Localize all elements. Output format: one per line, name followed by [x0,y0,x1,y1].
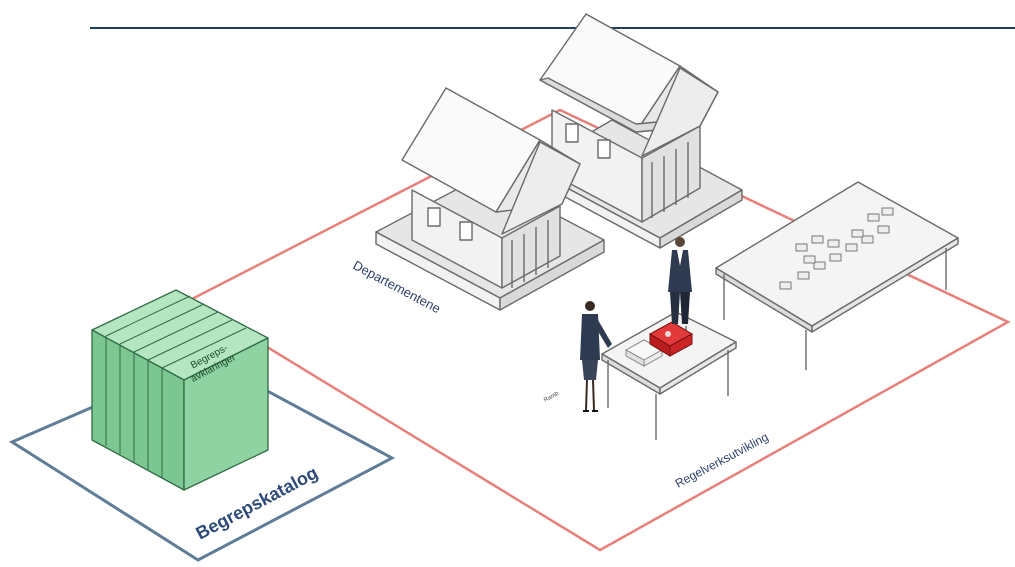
book-stack-icon [91,289,269,491]
law-book-icon [648,321,694,357]
person-icon [580,301,612,412]
small-note-label: Ramb [543,391,561,404]
person-icon [668,237,692,324]
building-icon [375,87,605,311]
table-icon [715,181,959,370]
building-icon [529,13,743,249]
